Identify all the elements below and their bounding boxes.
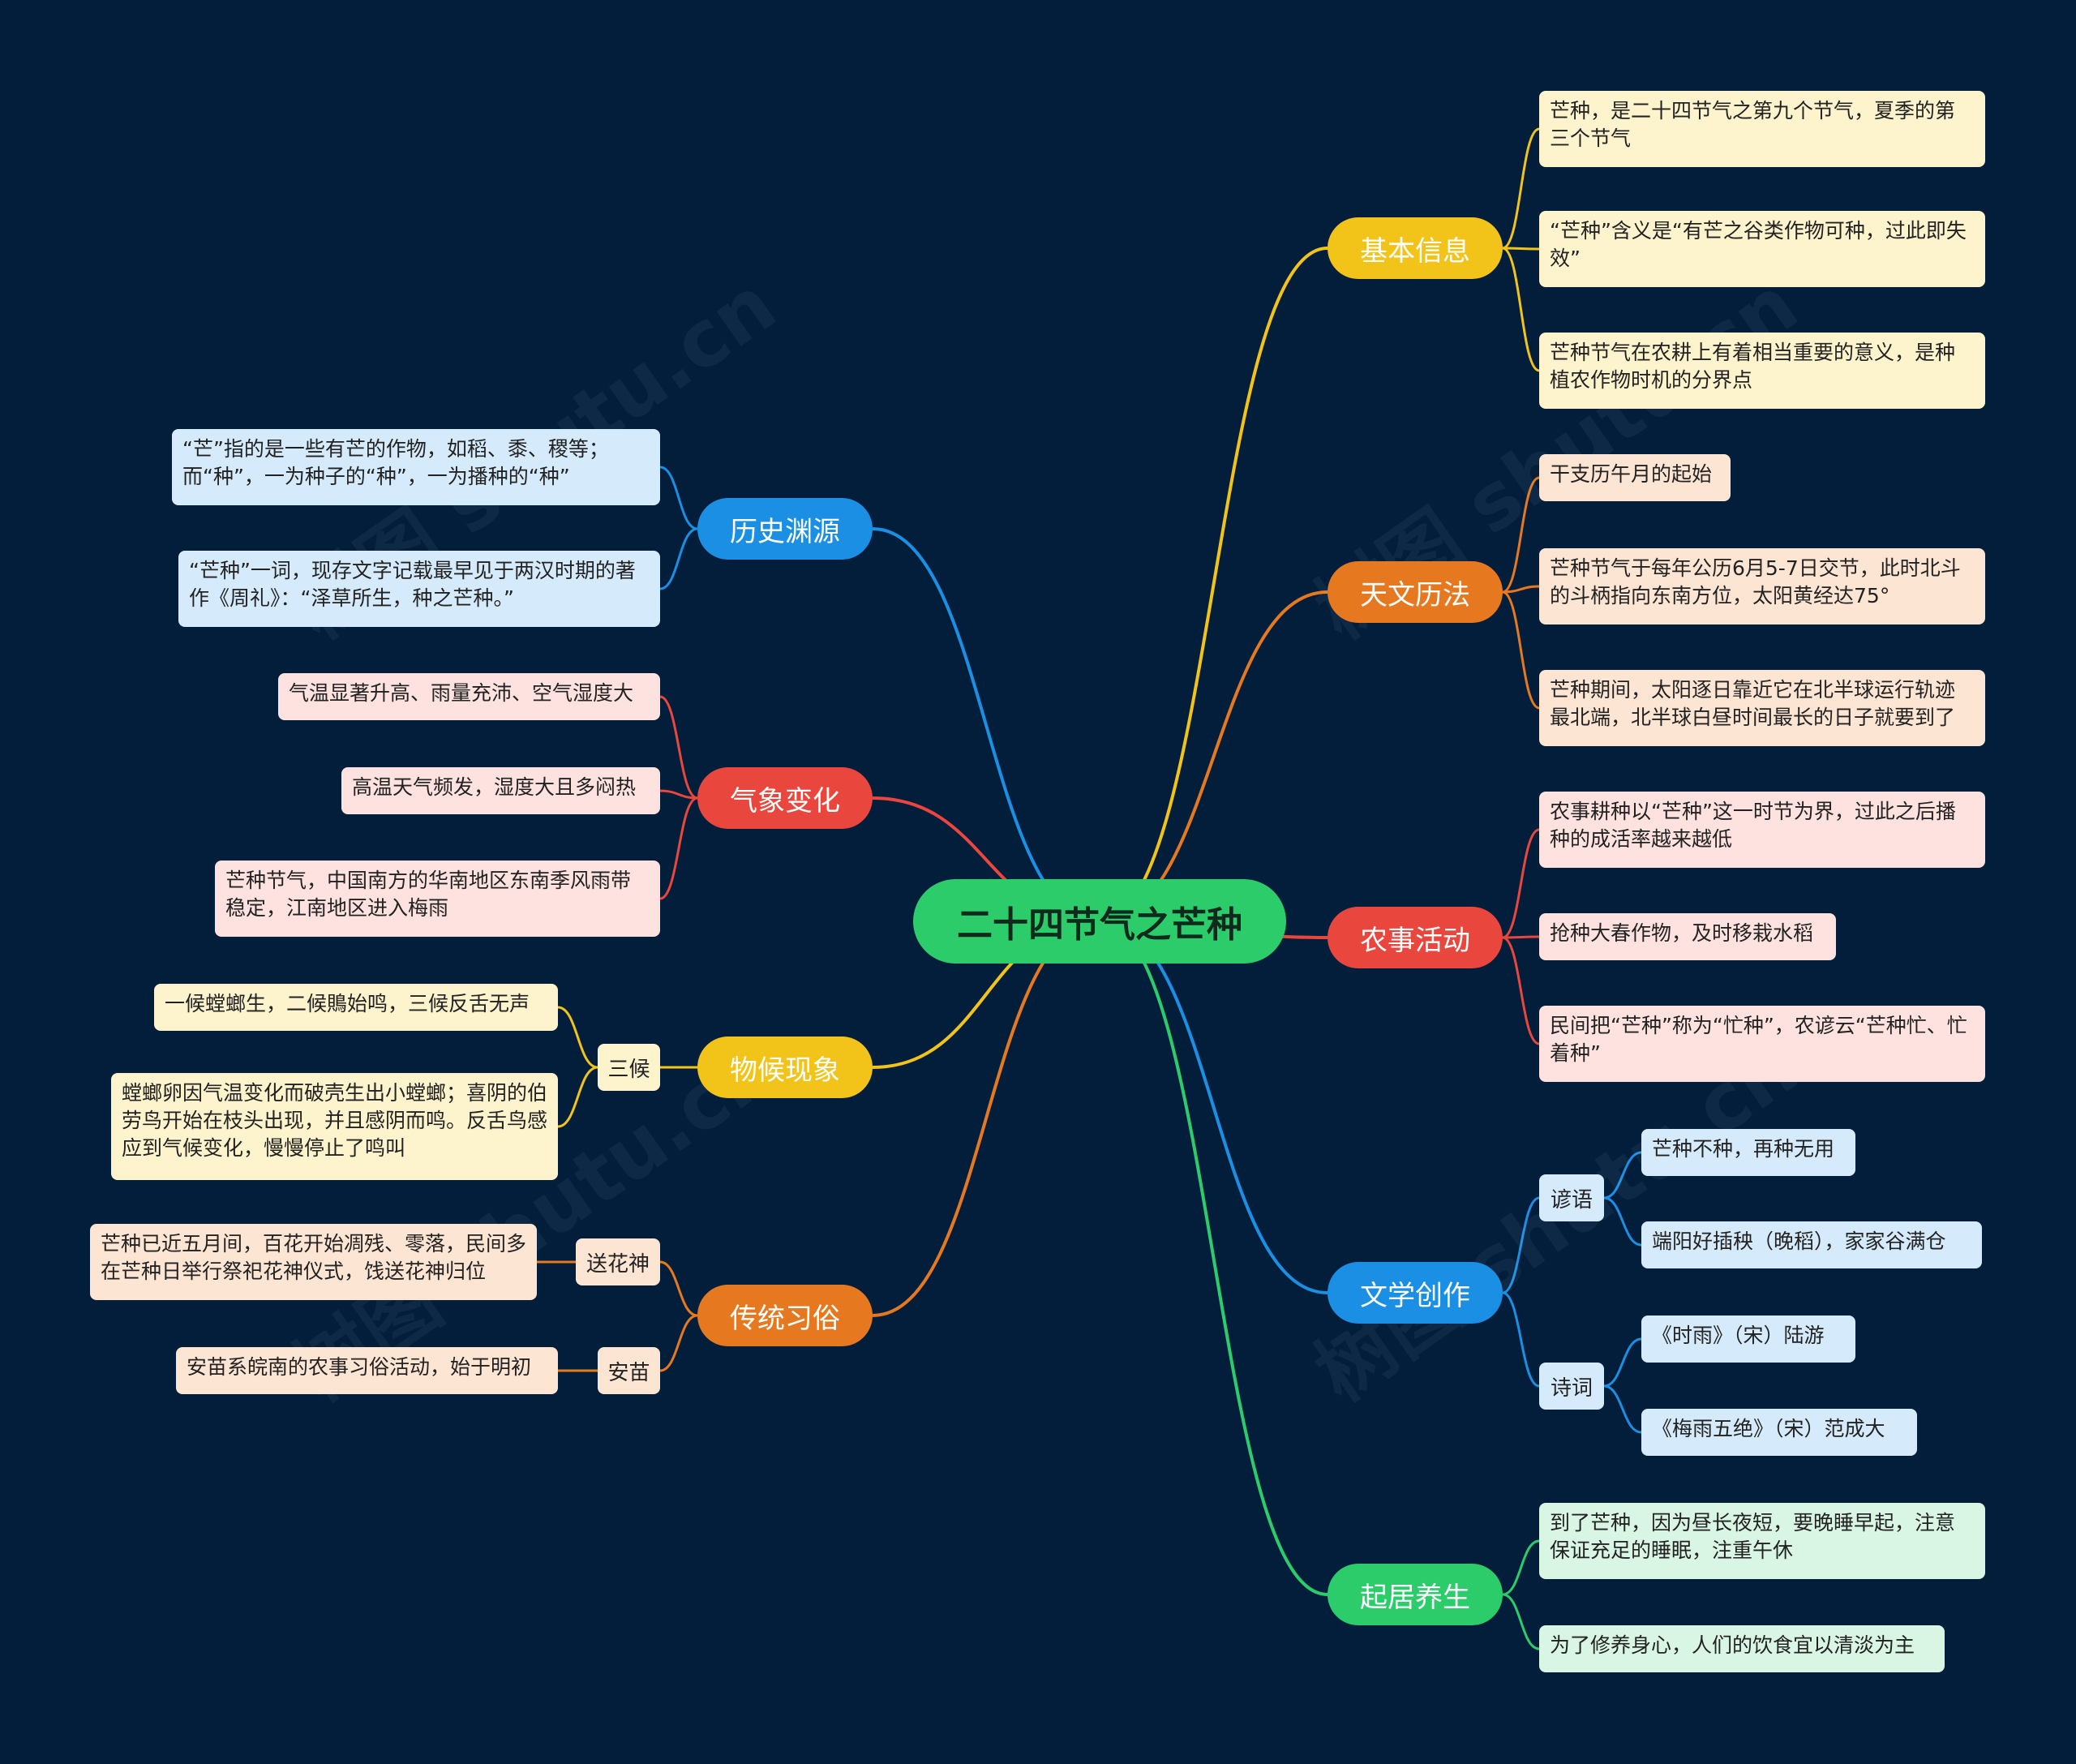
leaf-connector: [557, 1006, 598, 1069]
leaf-connector: [1502, 935, 1540, 939]
branch-left-0[interactable]: 历史渊源: [697, 498, 873, 560]
leaf-node[interactable]: 气温显著升高、雨量充沛、空气湿度大: [278, 673, 660, 720]
leaf-node[interactable]: “芒种”含义是“有芒之谷类作物可种，过此即失效”: [1539, 211, 1985, 287]
sub-connector: [1502, 1196, 1540, 1294]
branch-connector: [872, 527, 1100, 923]
leaf-connector: [557, 1066, 598, 1128]
leaf-connector: [659, 796, 698, 900]
branch-left-1[interactable]: 气象变化: [697, 767, 873, 829]
sub-topic[interactable]: 三候: [598, 1044, 660, 1091]
leaf-node[interactable]: “芒种”一词，现存文字记载最早见于两汉时期的著作《周礼》：“泽草所生，种之芒种。…: [178, 551, 660, 627]
leaf-node[interactable]: “芒”指的是一些有芒的作物，如稻、黍、稷等；而“种”，一为种子的“种”，一为播种…: [172, 429, 660, 505]
leaf-node[interactable]: 干支历午月的起始: [1539, 454, 1731, 501]
leaf-connector: [659, 789, 698, 800]
leaf-connector: [659, 527, 698, 590]
leaf-connector: [1603, 1196, 1642, 1247]
branch-left-3[interactable]: 传统习俗: [697, 1285, 873, 1346]
leaf-node[interactable]: 螳螂卵因气温变化而破壳生出小螳螂；喜阴的伯劳鸟开始在枝头出现，并且感阴而鸣。反舌…: [111, 1073, 558, 1180]
sub-connector: [1502, 1291, 1540, 1388]
sub-topic[interactable]: 谚语: [1539, 1174, 1604, 1221]
leaf-connector: [1502, 590, 1540, 710]
leaf-connector: [1502, 828, 1540, 939]
sub-connector: [659, 1314, 698, 1372]
branch-connector: [1099, 920, 1328, 1596]
leaf-node[interactable]: 芒种已近五月间，百花开始凋残、零落，民间多在芒种日举行祭祀花神仪式，饯送花神归位: [90, 1224, 537, 1300]
leaf-node[interactable]: 芒种节气，中国南方的华南地区东南季风雨带稳定，江南地区进入梅雨: [215, 861, 660, 937]
leaf-node[interactable]: 到了芒种，因为昼长夜短，要晚睡早起，注意保证充足的睡眠，注重午休: [1539, 1503, 1985, 1579]
leaf-connector: [1502, 247, 1540, 251]
branch-right-1[interactable]: 天文历法: [1328, 561, 1503, 623]
branch-connector: [1099, 247, 1328, 923]
leaf-node[interactable]: 《时雨》（宋）陆游: [1641, 1315, 1855, 1363]
leaf-node[interactable]: 芒种节气于每年公历6月5-7日交节，此时北斗的斗柄指向东南方位，太阳黄经达75°: [1539, 548, 1985, 624]
leaf-connector: [1502, 936, 1540, 1045]
leaf-connector: [1603, 1384, 1642, 1434]
leaf-connector: [1502, 585, 1540, 594]
leaf-connector: [1603, 1337, 1642, 1388]
branch-connector: [1099, 920, 1328, 1294]
leaf-connector: [1502, 1539, 1540, 1596]
branch-right-0[interactable]: 基本信息: [1328, 217, 1503, 279]
leaf-node[interactable]: 安苗系皖南的农事习俗活动，始于明初: [176, 1347, 558, 1394]
leaf-connector: [1502, 476, 1540, 594]
central-topic[interactable]: 二十四节气之芒种: [913, 879, 1286, 964]
leaf-node[interactable]: 为了修养身心，人们的饮食宜以清淡为主: [1539, 1625, 1945, 1672]
branch-left-2[interactable]: 物候现象: [697, 1037, 873, 1098]
leaf-connector: [1603, 1151, 1642, 1200]
leaf-node[interactable]: 民间把“芒种”称为“忙种”，农谚云“芒种忙、忙着种”: [1539, 1006, 1985, 1082]
leaf-node[interactable]: 芒种节气在农耕上有着相当重要的意义，是种植农作物时机的分界点: [1539, 333, 1985, 409]
leaf-node[interactable]: 芒种，是二十四节气之第九个节气，夏季的第三个节气: [1539, 91, 1985, 167]
leaf-connector: [1502, 127, 1540, 250]
sub-connector: [659, 1260, 698, 1317]
leaf-connector: [1502, 1593, 1540, 1650]
leaf-node[interactable]: 抢种大春作物，及时移栽水稻: [1539, 913, 1836, 960]
leaf-node[interactable]: 农事耕种以“芒种”这一时节为界，过此之后播种的成活率越来越低: [1539, 792, 1985, 868]
leaf-node[interactable]: 端阳好插秧（晚稻），家家谷满仓: [1641, 1221, 1982, 1268]
branch-right-3[interactable]: 文学创作: [1328, 1262, 1503, 1324]
leaf-node[interactable]: 高温天气频发，湿度大且多闷热: [341, 767, 660, 814]
sub-topic[interactable]: 安苗: [598, 1347, 660, 1394]
branch-connector: [872, 920, 1100, 1317]
sub-topic[interactable]: 诗词: [1539, 1363, 1604, 1410]
leaf-node[interactable]: 芒种不种，再种无用: [1641, 1129, 1855, 1176]
leaf-connector: [1502, 247, 1540, 372]
branch-connector: [1099, 590, 1328, 923]
leaf-connector: [659, 695, 698, 800]
leaf-node[interactable]: 《梅雨五绝》（宋）范成大: [1641, 1409, 1917, 1456]
sub-topic[interactable]: 送花神: [576, 1238, 660, 1285]
branch-right-4[interactable]: 起居养生: [1328, 1564, 1503, 1625]
leaf-node[interactable]: 芒种期间，太阳逐日靠近它在北半球运行轨迹最北端，北半球白昼时间最长的日子就要到了: [1539, 670, 1985, 746]
branch-right-2[interactable]: 农事活动: [1328, 907, 1503, 968]
leaf-connector: [659, 466, 698, 530]
leaf-node[interactable]: 一候螳螂生，二候鵙始鸣，三候反舌无声: [154, 984, 558, 1031]
